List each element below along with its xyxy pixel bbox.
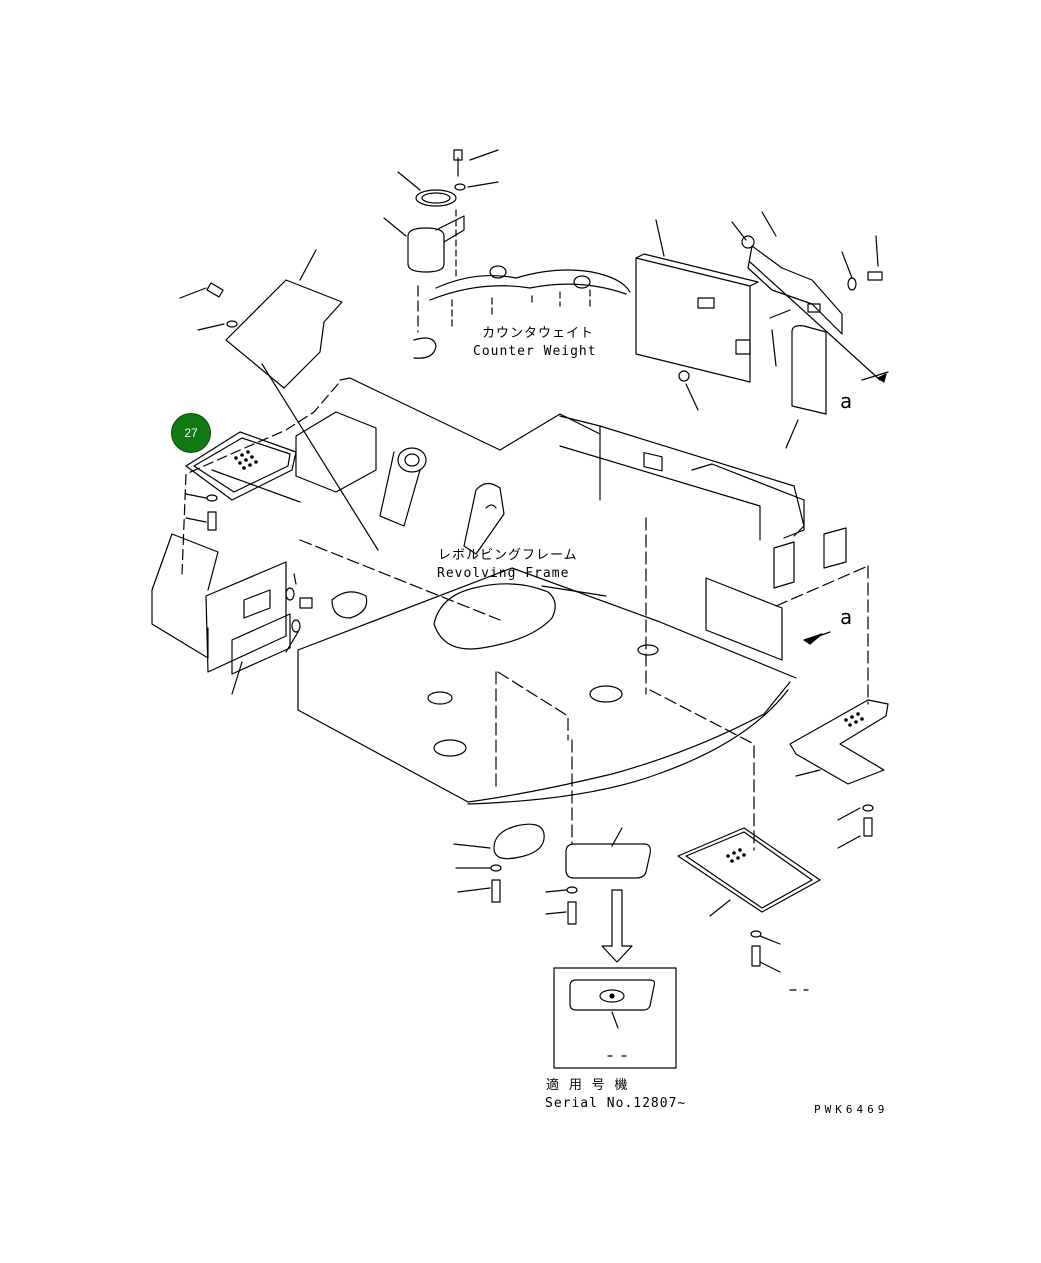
right-cover-plate [789, 631, 889, 849]
serial-label-en: Serial No.12807~ [545, 1096, 687, 1111]
revolving-frame-label-en: Revolving Frame [437, 566, 570, 581]
bottom-round-cover [453, 823, 545, 903]
serial-label-jp: 適 用 号 機 [546, 1078, 629, 1093]
arrow-down-icon [601, 889, 633, 963]
view-a-label-upper: a [840, 389, 854, 413]
part-callout-27[interactable]: 27 [171, 413, 211, 453]
counter-weight-label-en: Counter Weight [473, 344, 597, 359]
right-bracket-group [731, 211, 889, 449]
counterweight-body [413, 265, 631, 359]
bottom-rect-cover [545, 827, 651, 925]
drawing-code: PWK6469 [814, 1103, 889, 1116]
top-left-cover [179, 249, 343, 389]
revolving-frame [151, 363, 869, 851]
left-cover-27 [185, 431, 297, 531]
view-a-label-lower: a [840, 605, 854, 629]
counterweight-hook-group [383, 149, 499, 279]
revolving-frame-label-jp: レボルビングフレーム [438, 548, 578, 563]
counter-weight-label-jp: カウンタウェイト [482, 326, 595, 341]
serial-detail-box [553, 967, 677, 1069]
bottom-large-cover [677, 827, 821, 991]
counterweight-cover-plate [635, 219, 759, 472]
